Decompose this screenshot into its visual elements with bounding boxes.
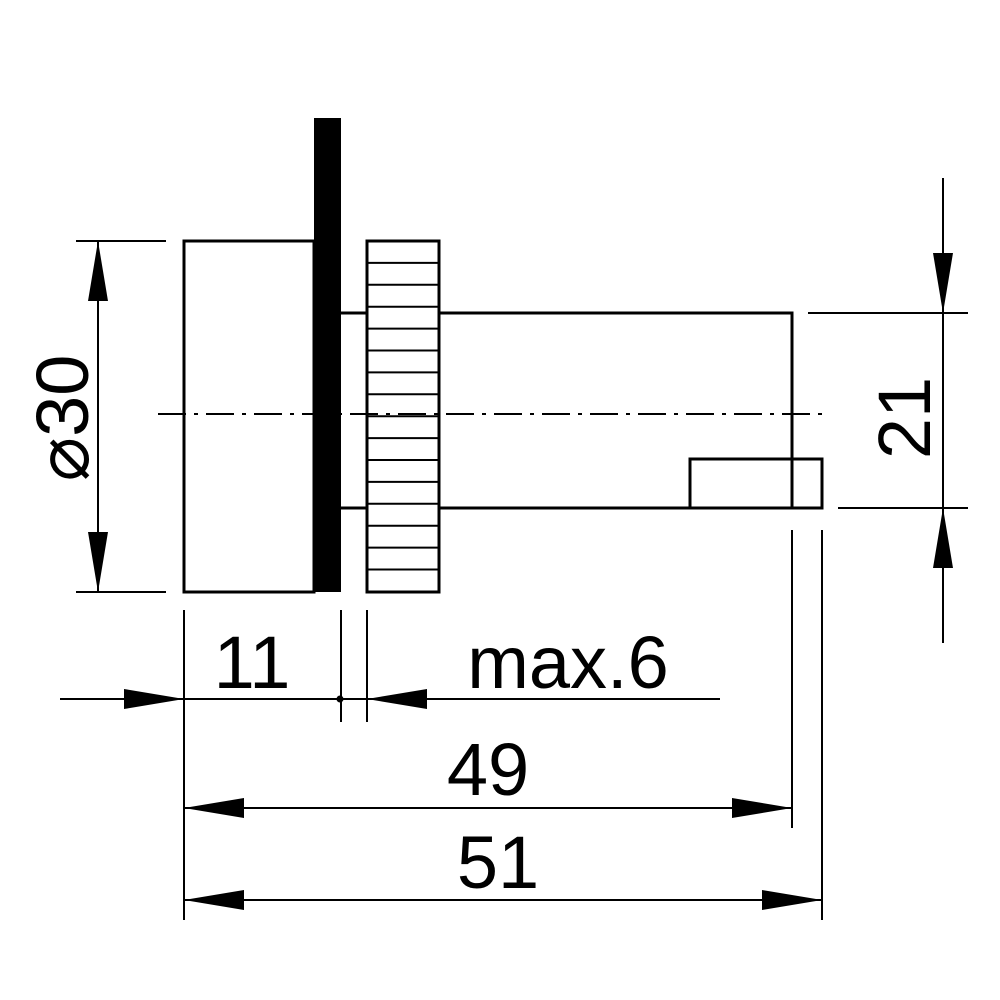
depth-dimension: 11 max.6: [60, 621, 720, 709]
total-length-label: 51: [457, 821, 539, 904]
extension-lines: [183, 530, 823, 920]
neck: [341, 311, 367, 510]
body-length-dimension: 49: [184, 728, 792, 818]
main-body: [439, 311, 794, 510]
diameter-label: ⌀30: [21, 355, 104, 482]
height-dimension: 21: [808, 178, 968, 643]
total-length-dimension: 51: [184, 821, 822, 910]
height-label: 21: [863, 377, 946, 459]
connector-tab: [688, 457, 824, 510]
front-depth-label: 11: [214, 621, 291, 704]
knurled-nut: [365, 239, 441, 594]
diameter-dimension: ⌀30: [21, 240, 166, 593]
panel-thickness-label: max.6: [467, 621, 669, 704]
mounting-panel: [314, 118, 341, 592]
front-bezel: [182, 239, 316, 594]
body-length-label: 49: [447, 728, 529, 811]
